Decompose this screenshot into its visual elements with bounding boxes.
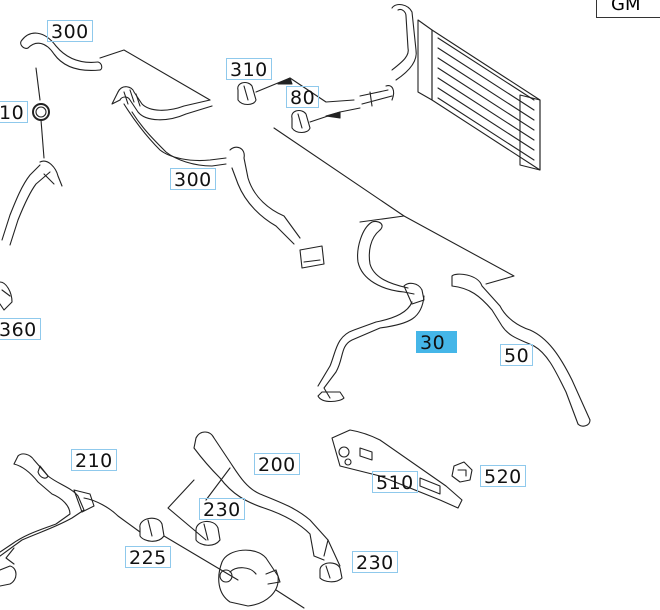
clamp-230-b [319,562,343,583]
callout-510[interactable]: 510 [372,471,418,494]
callout-300-mid[interactable]: 300 [170,168,216,191]
hose-300-mid [111,86,325,269]
hose-200 [193,431,329,561]
callout-30[interactable]: 30 [416,331,457,354]
callout-300-top[interactable]: 300 [47,20,93,43]
callout-80[interactable]: 80 [286,86,320,109]
callout-230-a[interactable]: 230 [199,498,245,521]
callout-200[interactable]: 200 [254,453,300,476]
corner-box: GM [596,0,660,18]
clamp-310 [237,81,257,106]
callout-225[interactable]: 225 [125,546,171,569]
callout-10[interactable]: 10 [0,101,29,124]
callout-210[interactable]: 210 [71,449,117,472]
nut-520 [451,461,473,483]
hose-210 [0,453,141,587]
callout-520[interactable]: 520 [480,465,526,488]
radiator [359,3,541,171]
callout-230-b[interactable]: 230 [352,551,398,574]
pump [218,549,305,609]
hose-50 [451,273,591,427]
hose-left [0,160,63,311]
callout-360[interactable]: 360 [0,318,41,341]
clamp-80 [291,109,311,134]
clamp-230-a [195,520,221,546]
hose-300-top [20,32,103,72]
callout-310[interactable]: 310 [226,58,272,81]
clamp-225 [139,517,165,542]
bracket-510 [331,429,463,509]
hose-30 [317,220,425,403]
callout-50[interactable]: 50 [500,344,534,367]
